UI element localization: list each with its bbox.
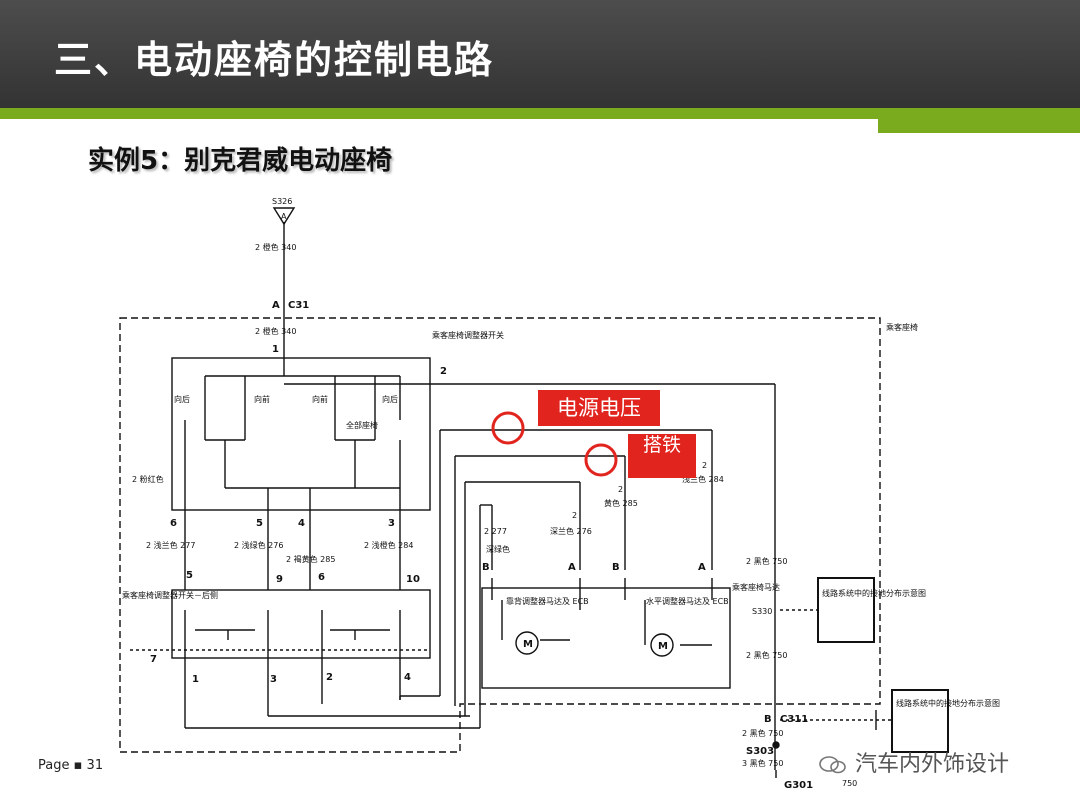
- ref-box-1: [817, 577, 875, 643]
- label-motor-wire-a-color: 深绿色: [486, 544, 510, 554]
- label-wire-276: 2 浅绿色 276: [234, 540, 283, 550]
- motor-backrest-symbol: [515, 631, 539, 655]
- accent-bar: [0, 108, 1080, 119]
- label-motor1: 靠背调整器马达及 ECB: [506, 596, 589, 606]
- page-number: Page ▪ 31: [38, 758, 104, 773]
- label-pin2: 2: [440, 366, 447, 377]
- annotation-ground: 搭铁: [628, 434, 696, 478]
- label-switch-pin-5: 5: [256, 518, 263, 529]
- label-ref-box-1: 线路系统中的接地分布示意图: [822, 588, 926, 598]
- label-all-seat: 全部座椅: [346, 420, 378, 430]
- label-motor-wire-d: 2: [702, 461, 707, 470]
- power-marker-circle: [491, 411, 525, 445]
- annotation-power-voltage: 电源电压: [538, 390, 660, 426]
- label-splice-letter: A: [281, 212, 287, 221]
- label-motor2: 水平调整器马达及 ECB: [646, 596, 729, 606]
- label-switch-pin-6: 6: [170, 518, 177, 529]
- slide-subtitle: 实例5：别克君威电动座椅: [88, 146, 393, 176]
- label-front1: 向前: [254, 394, 270, 404]
- label-wire-285: 2 褐黄色 285: [286, 554, 335, 564]
- label-bottom-pin-1: 1: [192, 674, 199, 685]
- page-title: 三、电动座椅的控制电路: [54, 38, 495, 82]
- label-wire-pink: 2 粉红色: [132, 474, 164, 484]
- label-g301: G301: [784, 780, 813, 791]
- label-bottom-pin-2: 2: [326, 672, 333, 683]
- label-motor1-pin-b: B: [482, 562, 490, 573]
- label-motor2-m: M: [658, 641, 668, 652]
- label-lower-pin-9: 9: [276, 574, 283, 585]
- label-s326: S326: [272, 197, 292, 206]
- label-switch: 乘客座椅调整器开关: [432, 330, 504, 340]
- label-ground-wire-2: 2 黑色 750: [746, 650, 787, 660]
- label-front2: 向前: [312, 394, 328, 404]
- label-c311: C311: [780, 714, 808, 725]
- label-motor1-m: M: [523, 639, 533, 650]
- label-bottom-pin-3: 3: [270, 674, 277, 685]
- label-rear1: 向后: [174, 394, 190, 404]
- label-motor-wire-d-color: 浅兰色 284: [682, 474, 724, 484]
- label-motor-wire-c-color: 黄色 285: [604, 498, 638, 508]
- switch-box: [171, 357, 431, 511]
- label-c31: C31: [288, 300, 309, 311]
- label-motor2-pin-b: B: [612, 562, 620, 573]
- label-pin1: 1: [272, 344, 279, 355]
- label-wire-284: 2 浅橙色 284: [364, 540, 413, 550]
- wechat-icon: [818, 754, 848, 776]
- label-wire-340-top: 2 橙色 340: [255, 242, 296, 252]
- label-motor-wire-b-color: 深兰色 276: [550, 526, 592, 536]
- label-motor-wire-b: 2: [572, 511, 577, 520]
- label-ref-box-2: 线路系统中的接地分布示意图: [896, 698, 1000, 708]
- label-motor1-pin-a: A: [568, 562, 576, 573]
- label-ground-wire-4: 3 黑色 750: [742, 758, 783, 768]
- label-zone: 乘客座椅: [886, 322, 918, 332]
- label-wire-340: 2 橙色 340: [255, 326, 296, 336]
- motor-zone: [481, 587, 731, 689]
- label-ground-wire-1: 2 黑色 750: [746, 556, 787, 566]
- label-lower-switch: 乘客座椅调整器开关－后侧: [122, 590, 218, 600]
- label-bottom-pin-4: 4: [404, 672, 411, 683]
- label-lower-pin-5: 5: [186, 570, 193, 581]
- label-750: 750: [842, 779, 857, 788]
- header-bar: 三、电动座椅的控制电路: [0, 0, 1080, 108]
- accent-block: [878, 119, 1080, 133]
- label-s303: S303: [746, 746, 774, 757]
- lower-switch-box: [171, 589, 431, 659]
- label-motor2-pin-a: A: [698, 562, 706, 573]
- motor-horizontal-symbol: [650, 633, 674, 657]
- ref-box-2: [891, 689, 949, 753]
- label-c311-pin: B: [764, 714, 772, 725]
- label-s330: S330: [752, 607, 772, 616]
- label-ground-wire-3: 2 黑色 750: [742, 728, 783, 738]
- label-c31-pin: A: [272, 300, 280, 311]
- label-pin7: 7: [150, 654, 157, 665]
- passenger-seat-zone: [119, 317, 881, 753]
- watermark: 汽车内外饰设计: [818, 746, 1009, 778]
- label-motor-zone: 乘客座椅马达: [732, 582, 780, 592]
- label-switch-pin-3: 3: [388, 518, 395, 529]
- label-lower-pin-6: 6: [318, 572, 325, 583]
- watermark-text: 汽车内外饰设计: [855, 752, 1010, 777]
- label-motor-wire-a: 2 277: [484, 527, 507, 536]
- label-rear2: 向后: [382, 394, 398, 404]
- label-switch-pin-4: 4: [298, 518, 305, 529]
- label-lower-pin-10: 10: [406, 574, 420, 585]
- label-wire-277: 2 浅兰色 277: [146, 540, 195, 550]
- ground-marker-circle: [584, 443, 618, 477]
- label-motor-wire-c: 2: [618, 485, 623, 494]
